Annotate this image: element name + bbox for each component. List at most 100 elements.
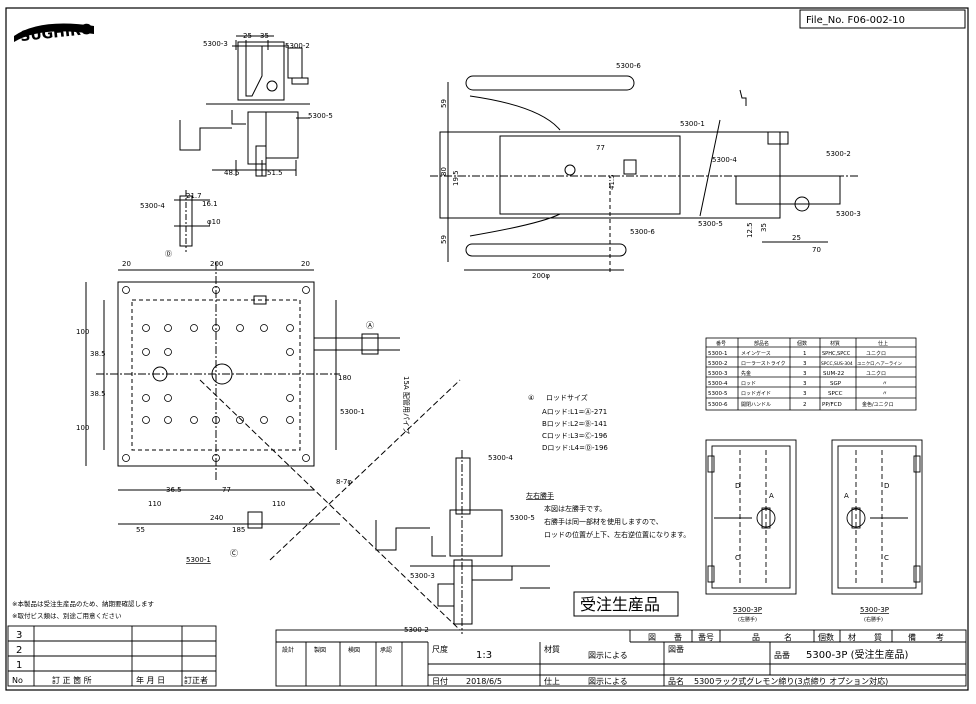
- label-5300-4-rod: 5300-4: [140, 202, 165, 210]
- label-5300-6-bottom: 5300-6: [630, 228, 655, 236]
- tb-header-3: 番号: [698, 632, 714, 642]
- label-5300-6-top: 5300-6: [616, 62, 641, 70]
- parts-row-1-material: SPHC,SPCC: [822, 351, 851, 357]
- logo-text: SUGHIRO: [20, 22, 94, 46]
- door-right-title: 5300-3P: [860, 606, 889, 614]
- tb-header-5: 名: [784, 632, 792, 642]
- parts-row-5-no: 5300-5: [708, 391, 728, 397]
- tb-material-value: 図示による: [588, 651, 628, 660]
- dim-phi10: φ10: [207, 218, 221, 226]
- door-right-letter-d: D: [884, 482, 889, 490]
- dim-77: 77: [222, 486, 231, 494]
- tb-role-design: 設計: [282, 646, 294, 654]
- dim-59-top: 59: [440, 99, 448, 108]
- dim-25-right: 25: [792, 234, 801, 242]
- tb-drawing-no-label: 図番: [668, 644, 684, 654]
- dim-77-right: 77: [596, 144, 605, 152]
- door-left-letter-d: D: [735, 482, 740, 490]
- note-1: ※本製品は受注生産品のため、納期要確認します: [12, 599, 154, 608]
- dim-200: 200: [210, 260, 223, 268]
- dim-59-bottom: 59: [440, 235, 448, 244]
- parts-row-5-qty: 3: [803, 391, 807, 397]
- door-left-letter-c: C: [735, 554, 740, 562]
- dim-21-7: 21.7: [186, 192, 202, 200]
- door-view-left: [705, 439, 797, 595]
- base-holes: [122, 286, 310, 462]
- hand-line-3: ロッドの位置が上下、左右逆位置になります。: [544, 530, 690, 539]
- label-5300-5-bottom: 5300-5: [510, 514, 535, 522]
- label-5300-2-top: 5300-2: [285, 42, 310, 50]
- tb-header-10: 考: [936, 633, 944, 642]
- dim-19-5: 19.5: [452, 170, 460, 186]
- tb-header-9: 備: [908, 632, 916, 642]
- label-5300-2-right: 5300-2: [826, 150, 851, 158]
- tb-name-label: 品名: [668, 676, 684, 686]
- hand-line-2: 右勝手は同一部材を使用しますので、: [544, 517, 663, 526]
- door-view-right: [831, 439, 923, 595]
- parts-header-material: 材質: [830, 340, 840, 347]
- revision-footer-date: 年 月 日: [136, 675, 165, 685]
- dim-25: 25: [243, 32, 252, 40]
- dim-110-right: 110: [272, 500, 285, 508]
- parts-row-3-finish: ユニクロ: [866, 371, 886, 377]
- dim-100-top: 100: [76, 328, 89, 336]
- rod-detail: [174, 190, 210, 252]
- rod-index: ④: [528, 394, 534, 402]
- dim-185: 185: [232, 526, 245, 534]
- tb-material-label: 材質: [544, 644, 560, 654]
- dim-41-5: 41.5: [608, 174, 616, 190]
- tb-finish-label: 仕上: [544, 676, 560, 686]
- parts-header-no: 番号: [716, 340, 726, 347]
- revision-table-grid: [7, 625, 217, 687]
- parts-row-4-name: ロッド: [741, 381, 756, 387]
- label-5300-1-right: 5300-1: [680, 120, 705, 128]
- company-logo: SUGHIRO: [14, 22, 94, 46]
- revision-footer-place: 訂 正 箇 所: [52, 675, 92, 685]
- parts-row-4-qty: 3: [803, 381, 807, 387]
- parts-row-3-no: 5300-3: [708, 371, 728, 377]
- title-block-grid: [275, 629, 967, 687]
- dim-180: 180: [338, 374, 351, 382]
- parts-row-3-qty: 3: [803, 371, 807, 377]
- label-5300-3-bottom: 5300-3: [410, 572, 435, 580]
- bottom-detail: [375, 450, 550, 634]
- circle-a: Ⓐ: [366, 321, 374, 330]
- revision-footer-no: No: [12, 676, 23, 685]
- tb-finish-value: 図示による: [588, 677, 628, 686]
- revision-footer-person: 訂正者: [184, 675, 208, 685]
- file-no-box: [799, 9, 966, 29]
- door-left-title: 5300-3P: [733, 606, 762, 614]
- dim-16-1: 16.1: [202, 200, 218, 208]
- parts-row-3-name: 先金: [741, 370, 751, 377]
- parts-row-2-name: ローラーストライク: [741, 361, 786, 367]
- tb-date-label: 日付: [432, 676, 448, 686]
- tb-role-check: 検図: [348, 646, 360, 654]
- tb-header-2: 番: [674, 632, 682, 642]
- tb-product-no-label: 品番: [774, 650, 790, 660]
- rod-size-d: Dロッド:L4=Ⓓ-196: [542, 444, 608, 452]
- revision-row-2: 2: [16, 645, 22, 656]
- label-5300-4-right: 5300-4: [712, 156, 737, 164]
- dim-240: 240: [210, 514, 223, 522]
- dim-100-bottom: 100: [76, 424, 89, 432]
- door-left-sub: (左勝手): [738, 616, 757, 623]
- stamp-box: [573, 591, 679, 617]
- label-5300-1-base: 5300-1: [340, 408, 365, 416]
- dim-48-5: 48.5: [224, 169, 240, 177]
- parts-row-1-qty: 1: [803, 351, 807, 357]
- hand-line-1: 本図は左勝手です。: [544, 504, 606, 513]
- tb-role-approve: 承認: [380, 646, 392, 654]
- parts-table: 番号 部品名 個数 材質 仕上 5300-1 メインケース 1 SPHC,SPC…: [708, 340, 903, 408]
- label-5300-3-top: 5300-3: [203, 40, 228, 48]
- parts-row-6-material: PP/FCD: [822, 402, 842, 408]
- label-5300-1-bottom: 5300-1: [186, 556, 211, 564]
- note-2: ※取付ビス類は、別途ご用意ください: [12, 611, 121, 620]
- tb-header-1: 図: [648, 633, 656, 642]
- revision-row-1: 1: [16, 660, 22, 671]
- parts-row-6-name: 開閉ハンドル: [741, 402, 771, 408]
- tb-header-6: 個数: [818, 632, 834, 642]
- dim-38-5-top: 38.5: [90, 350, 106, 358]
- door-left-letter-a: A: [769, 492, 774, 500]
- label-pipe: 15A 配管用パイプ: [402, 376, 411, 434]
- dim-36-5: 36.5: [166, 486, 182, 494]
